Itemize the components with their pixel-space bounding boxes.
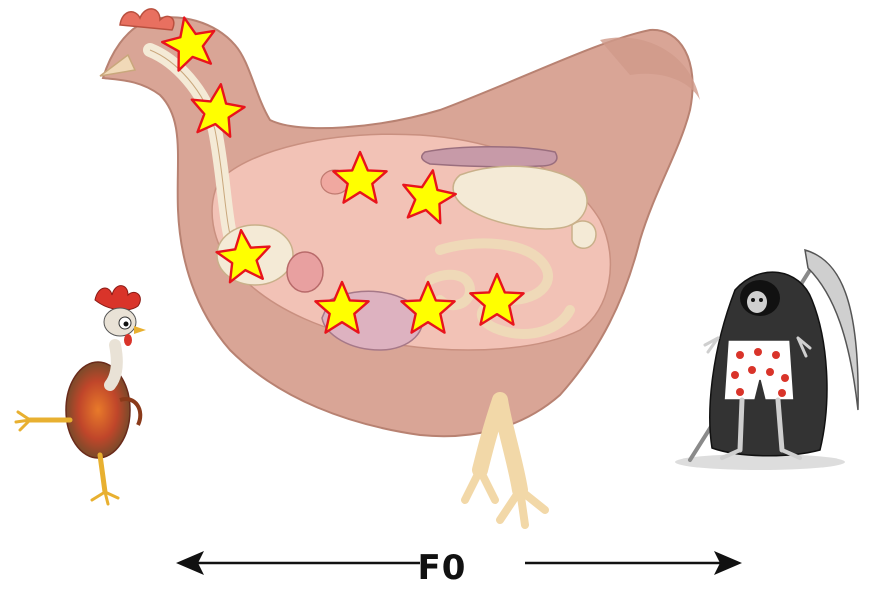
hen-comb <box>120 9 174 30</box>
hen-heart <box>287 252 323 292</box>
hen-anatomy-icon <box>100 9 700 525</box>
grim-reaper-icon <box>675 250 858 470</box>
generation-label: F0 <box>418 548 467 588</box>
hen-kidney <box>422 147 557 167</box>
cartoon-chicken-icon <box>16 286 146 504</box>
